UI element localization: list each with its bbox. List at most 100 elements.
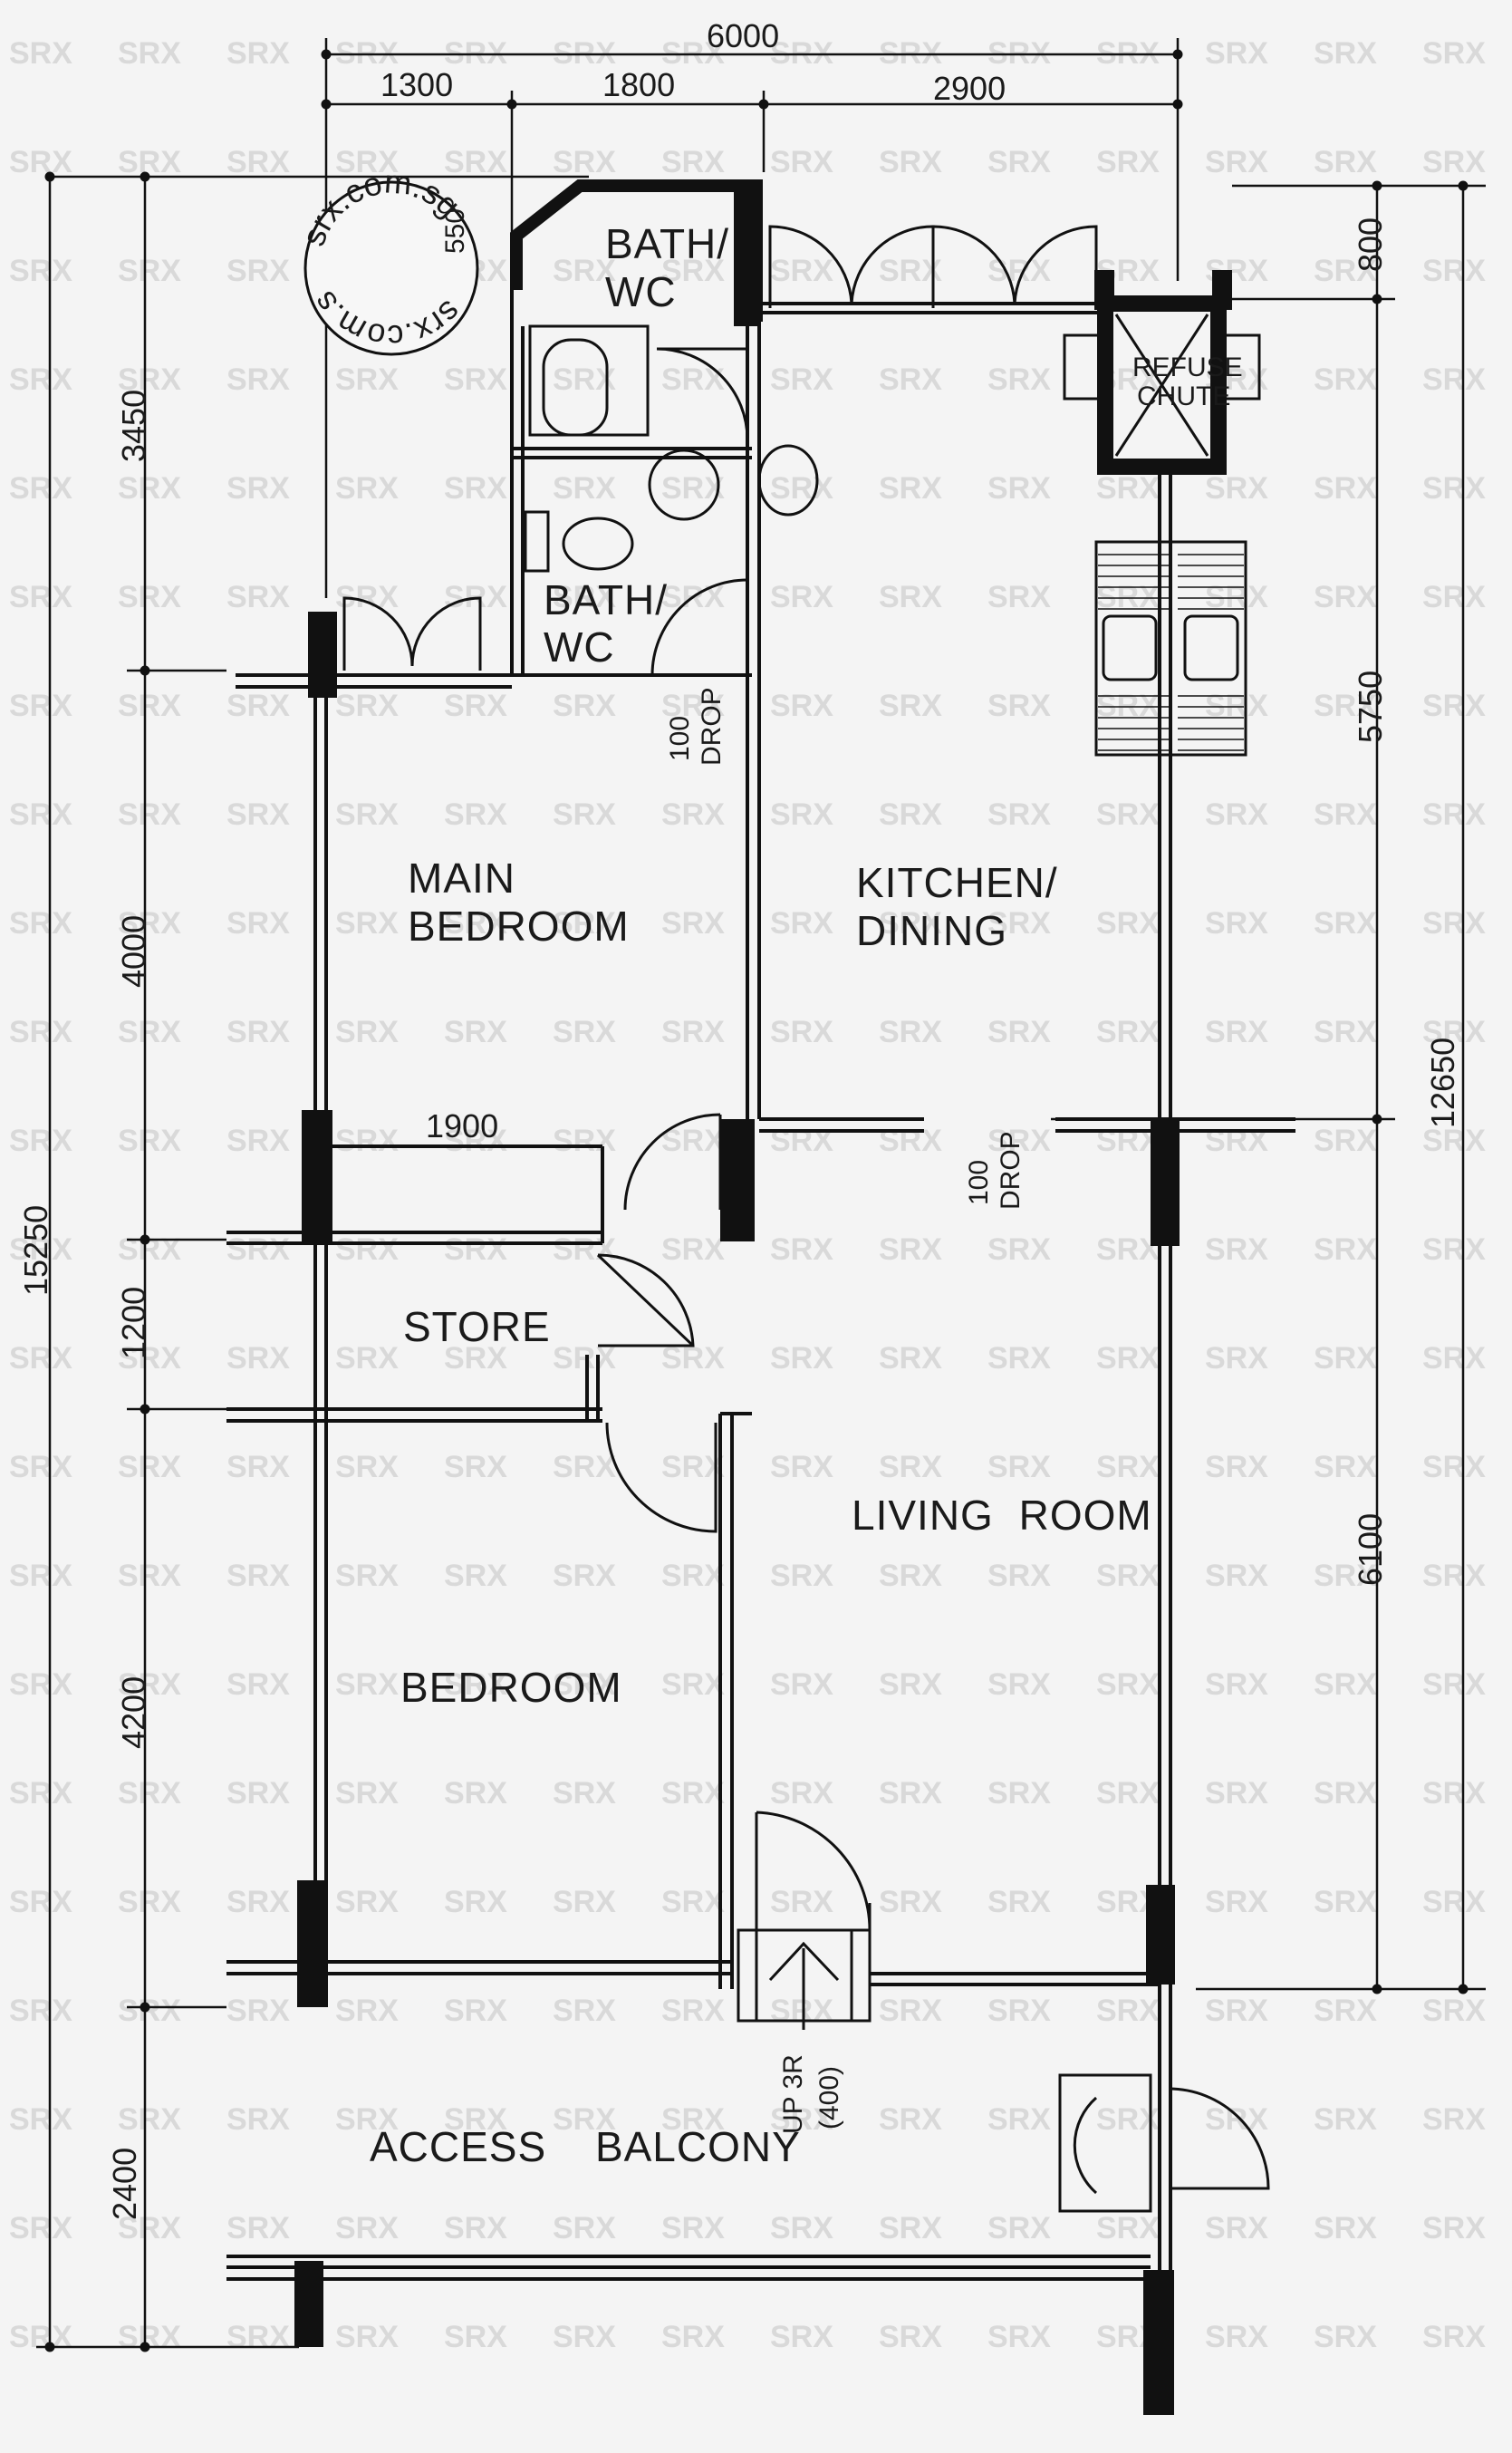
watermark-mark: SRX (226, 1559, 290, 1593)
watermark-mark: SRX (553, 1994, 616, 2028)
watermark-mark: SRX (226, 145, 290, 179)
watermark-mark: SRX (335, 797, 399, 832)
dim-left-balcony: 2400 (106, 2148, 143, 2220)
watermark-mark: SRX (118, 145, 181, 179)
dim-left-bath: 3450 (115, 390, 152, 462)
dim-top-total: 6000 (707, 17, 779, 54)
watermark-mark: SRX (1096, 1559, 1160, 1593)
watermark-mark: SRX (1422, 471, 1486, 506)
dimension-labels: 6000 1300 1800 2900 550 800 5750 6100 12… (17, 17, 1461, 2220)
watermark-mark: SRX (879, 797, 942, 832)
watermark-mark: SRX (226, 471, 290, 506)
watermark-mark: SRX (553, 145, 616, 179)
watermark-mark: SRX (444, 2102, 507, 2137)
watermark-mark: SRX (335, 2102, 399, 2137)
entry-steps-label: UP 3R (778, 2054, 808, 2134)
watermark-mark: SRX (661, 145, 725, 179)
watermark-mark: SRX (661, 1885, 725, 1919)
dim-right-total: 12650 (1424, 1038, 1461, 1128)
store-label: STORE (403, 1303, 551, 1350)
entry-steps-label-2: (400) (814, 2066, 844, 2129)
watermark-mark: SRX (9, 1885, 72, 1919)
watermark-mark: SRX (9, 906, 72, 941)
dim-top-2: 1800 (602, 66, 675, 103)
watermark-mark: SRX (661, 906, 725, 941)
refuse-chute-label-2: CHUTE (1137, 381, 1230, 411)
watermark-mark: SRX (661, 1994, 725, 2028)
watermark-mark: SRX (770, 1341, 833, 1376)
watermark-mark: SRX (1205, 797, 1268, 832)
watermark-mark: SRX (987, 580, 1051, 614)
watermark-mark: SRX (335, 1232, 399, 1267)
watermark-mark: SRX (335, 1341, 399, 1376)
watermark-mark: SRX (444, 689, 507, 723)
watermark-mark: SRX (987, 2102, 1051, 2137)
watermark-mark: SRX (1314, 1232, 1377, 1267)
watermark-mark: SRX (661, 2211, 725, 2245)
watermark-mark: SRX (1205, 2102, 1268, 2137)
watermark-mark: SRX (226, 689, 290, 723)
watermark-mark: SRX (1422, 1667, 1486, 1702)
watermark-mark: SRX (1096, 906, 1160, 941)
watermark-mark: SRX (226, 2102, 290, 2137)
watermark-mark: SRX (226, 1341, 290, 1376)
watermark-mark: SRX (770, 1667, 833, 1702)
watermark-mark: SRX (987, 906, 1051, 941)
watermark-mark: SRX (1422, 36, 1486, 71)
watermark-mark: SRX (1205, 145, 1268, 179)
watermark-mark: SRX (1314, 1015, 1377, 1049)
watermark-mark: SRX (553, 2211, 616, 2245)
watermark-mark: SRX (9, 36, 72, 71)
watermark-mark: SRX (553, 254, 616, 288)
watermark-mark: SRX (226, 1667, 290, 1702)
watermark-mark: SRX (879, 2320, 942, 2354)
watermark-mark: SRX (1422, 1885, 1486, 1919)
watermark-mark: SRX (118, 1994, 181, 2028)
watermark-mark: SRX (226, 2211, 290, 2245)
bath-wc-upper-label: BATH/ (605, 220, 729, 267)
watermark-mark: SRX (9, 1341, 72, 1376)
watermark-mark: SRX (1314, 689, 1377, 723)
watermark-mark: SRX (770, 2320, 833, 2354)
watermark-mark: SRX (226, 906, 290, 941)
watermark-mark: SRX (553, 1776, 616, 1811)
watermark-mark: SRX (1096, 797, 1160, 832)
watermark-mark: SRX (335, 1994, 399, 2028)
watermark-mark: SRX (9, 689, 72, 723)
watermark-mark: SRX (444, 1885, 507, 1919)
watermark-mark: SRX (1422, 906, 1486, 941)
watermark-mark: SRX (879, 1994, 942, 2028)
watermark-mark: SRX (9, 1124, 72, 1158)
watermark-mark: SRX (1205, 1994, 1268, 2028)
watermark-mark: SRX (335, 471, 399, 506)
drop-bath-word: DROP (697, 687, 727, 766)
dimension-ticks (44, 49, 1469, 2352)
watermark-mark: SRX (553, 1124, 616, 1158)
watermark-mark: SRX (118, 1776, 181, 1811)
watermark-mark: SRX (553, 689, 616, 723)
structural-columns (294, 181, 1180, 2415)
dim-left-main-bedroom: 4000 (115, 915, 152, 988)
watermark-mark: SRX (9, 145, 72, 179)
watermark-mark: SRX (987, 1667, 1051, 1702)
watermark-mark: SRX (9, 1015, 72, 1049)
watermark-mark: SRX (9, 580, 72, 614)
watermark-mark: SRX (444, 1124, 507, 1158)
watermark-mark: SRX (118, 362, 181, 397)
dim-top-1: 1300 (380, 66, 453, 103)
watermark-mark: SRX (1422, 2211, 1486, 2245)
dim-right-refuse: 800 (1352, 217, 1389, 272)
watermark-mark: SRX (879, 906, 942, 941)
watermark-mark: SRX (987, 1776, 1051, 1811)
watermark-mark: SRX (226, 36, 290, 71)
walls (226, 179, 1295, 2392)
watermark-mark: SRX (879, 1015, 942, 1049)
dim-left-bedroom: 4200 (115, 1676, 152, 1749)
watermark-mark: SRX (1096, 1776, 1160, 1811)
watermark-mark: SRX (987, 797, 1051, 832)
watermark-mark: SRX (987, 471, 1051, 506)
watermark-mark: SRX (879, 1232, 942, 1267)
watermark-mark: SRX (770, 2211, 833, 2245)
watermark-mark: SRX (1205, 2211, 1268, 2245)
watermark-mark: SRX (553, 906, 616, 941)
